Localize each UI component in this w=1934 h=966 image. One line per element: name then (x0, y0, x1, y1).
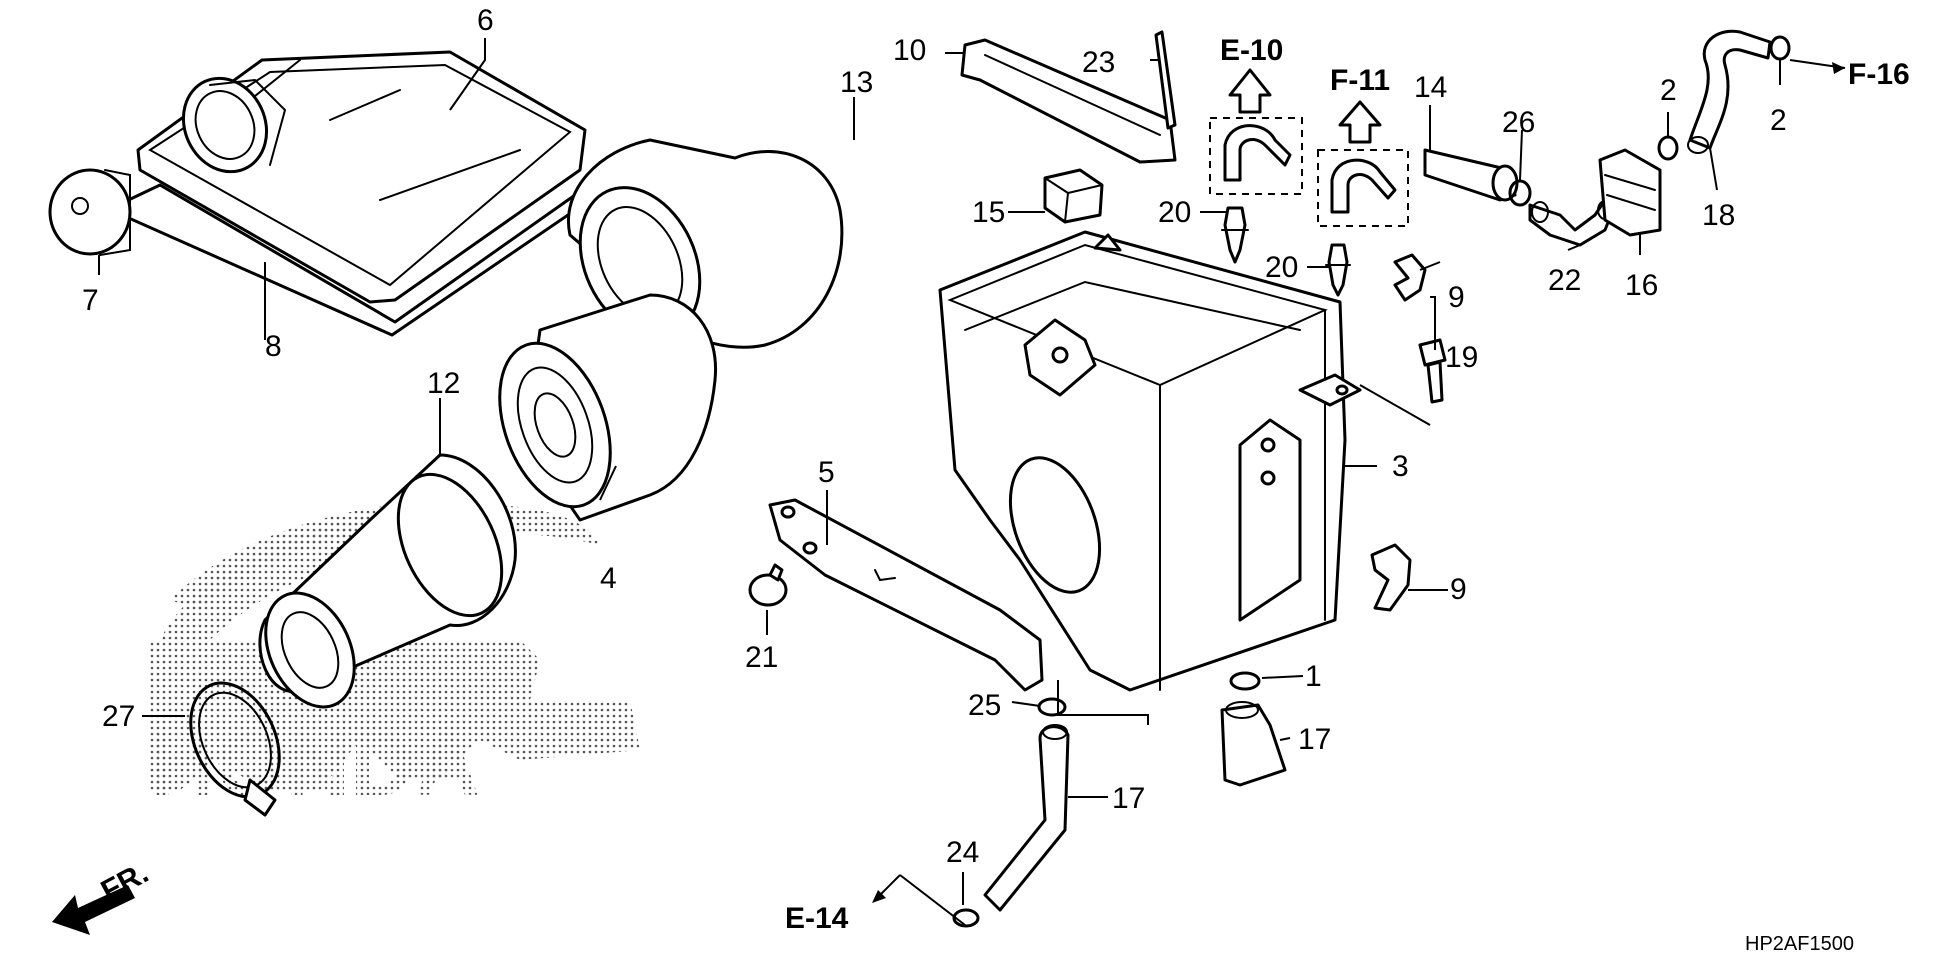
part-11-intake-duct (258, 453, 517, 709)
part-6-air-cleaner-cover (136, 50, 587, 304)
drawing-code: HP2AF1500 (1745, 933, 1854, 955)
label-20-b: 20 (1265, 251, 1298, 284)
label-14: 15 (972, 196, 1005, 229)
e10-reference-box (1209, 68, 1303, 195)
label-22: 22 (1548, 264, 1581, 297)
part-16-drain-plug (1220, 701, 1287, 787)
label-8: 8 (265, 330, 282, 363)
label-26: 26 (1502, 106, 1535, 139)
part-17-drain-tube (983, 724, 1070, 912)
ref-f11: F-11 (1330, 64, 1390, 97)
part-5-bracket (768, 498, 1044, 692)
label-19: 19 (1445, 341, 1478, 374)
label-18: 18 (1702, 199, 1735, 232)
label-17: 17 (1112, 782, 1145, 815)
label-7: 7 (82, 284, 99, 317)
part-10-strap (960, 38, 1177, 164)
label-16: 17 (1298, 723, 1331, 756)
f16-arrowhead-icon (1832, 62, 1845, 74)
part-21-clip (748, 563, 788, 607)
label-4: 4 (600, 562, 617, 595)
label-2-a: 2 (1660, 74, 1677, 107)
label-6: 6 (477, 4, 494, 37)
label-20-a: 20 (1158, 196, 1191, 229)
ref-e10: E-10 (1220, 34, 1283, 67)
ref-f16: F-16 (1848, 58, 1910, 91)
part-26-clip (1508, 179, 1532, 207)
part-labels: 6 7 8 12 4 13 10 23 15 20 20 14 26 22 16… (82, 4, 1787, 869)
label-9-b: 9 (1450, 573, 1467, 606)
part-22-joint (1528, 198, 1617, 247)
label-13: 14 (1414, 71, 1447, 104)
part-13-tube (1423, 148, 1519, 202)
label-25: 25 (968, 689, 1001, 722)
part-20-fitting-b (1325, 243, 1351, 297)
part-9-clip-upper (1393, 253, 1427, 302)
label-23: 23 (1082, 46, 1115, 79)
part-2-clamp-a (1657, 135, 1679, 161)
label-24: 24 (946, 836, 979, 869)
part-15-breather-case (1598, 148, 1662, 237)
label-15: 16 (1625, 269, 1658, 302)
part-2-clamp-b (1769, 35, 1791, 61)
label-12: 13 (840, 66, 873, 99)
label-11: 12 (427, 367, 460, 400)
part-23-pin (1154, 30, 1177, 130)
label-9-a: 9 (1448, 281, 1465, 314)
part-20-fitting-a (1221, 206, 1249, 264)
part-1-clamp (1229, 671, 1261, 691)
part-18-hose (1687, 29, 1772, 154)
label-3: 3 (1392, 450, 1409, 483)
label-1: 1 (1305, 660, 1322, 693)
label-2-b: 2 (1770, 104, 1787, 137)
part-19-bolt (1418, 338, 1447, 404)
label-27: 27 (102, 700, 135, 733)
part-7-cap (48, 168, 132, 256)
part-25-clamp (1037, 697, 1067, 717)
part-9-clip-lower (1370, 543, 1412, 612)
watermark-text: HONDA (150, 715, 480, 815)
part-3-air-cleaner-case (938, 230, 1362, 692)
part-14-pad (1043, 168, 1104, 224)
e14-arrowhead-icon (872, 890, 886, 903)
leader-lines (98, 38, 1846, 926)
ref-e14: E-14 (785, 902, 849, 935)
label-10: 10 (893, 34, 926, 67)
part-24-clamp (952, 908, 980, 928)
part-4-element-holder (498, 293, 718, 522)
label-21: 21 (745, 641, 778, 674)
label-5: 5 (818, 456, 835, 489)
front-arrow-icon: FR. (52, 856, 154, 935)
f11-reference-box (1317, 100, 1409, 227)
part-27-band-clamp (189, 681, 281, 817)
